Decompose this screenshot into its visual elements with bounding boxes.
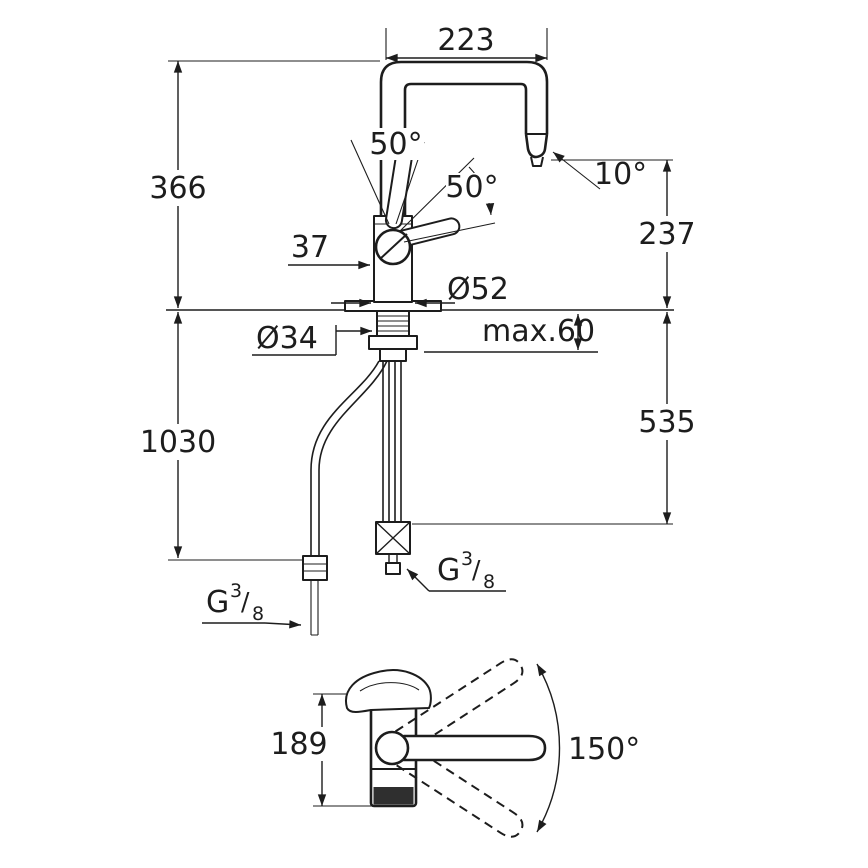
dim-text-mask [266, 727, 332, 761]
dim-supply-length-label: 535 [638, 405, 695, 440]
mounting-nut [368, 335, 418, 350]
front-view: 223 366 237 1030 535 [138, 23, 699, 636]
aerator-nub [530, 156, 544, 167]
dia-body-label: Ø52 [447, 272, 509, 307]
handle-angle-annotations: 50° 50° [350, 127, 500, 243]
thread-size-hose: G 3 / 8 [202, 570, 302, 629]
dim-text-mask [138, 424, 218, 460]
supply-hoses [382, 361, 402, 522]
top-view: 189 150° [266, 658, 640, 838]
threaded-shank [376, 310, 410, 338]
dim-spout-tip-height: 237 [551, 159, 699, 308]
dim-handle-offset-label: 37 [291, 230, 329, 265]
spout-inner [403, 82, 528, 218]
swivel-angle: 150° [536, 663, 640, 833]
angle-handle-swing-label: 50° [445, 170, 498, 205]
angle-handle-open-label: 50° [369, 127, 422, 162]
valve-nipple [385, 562, 401, 575]
dim-hose-length-label: 1030 [140, 425, 216, 460]
dim-text-mask [368, 128, 424, 160]
dia-mounting-hole: Ø34 [252, 321, 372, 356]
spout-hub [374, 730, 410, 766]
dim-tip-height-label: 237 [638, 217, 695, 252]
dim-handle-offset: 37 [288, 230, 370, 270]
hose-fitting [302, 555, 328, 581]
hose-tail [310, 580, 319, 636]
dia-mounting-hole-label: Ø34 [256, 321, 318, 356]
dim-text-mask [635, 216, 699, 252]
dim-height-to-counter: 366 [146, 60, 380, 308]
spout-side [402, 734, 547, 762]
dim-body-depth-label: 189 [270, 727, 327, 762]
dim-spout-reach-label: 223 [437, 23, 494, 58]
dim-spout-reach: 223 [385, 23, 548, 63]
spout-tip [524, 133, 549, 159]
dim-hose-length: 1030 [138, 312, 303, 561]
angle-spout-tip-label: 10° [594, 157, 647, 192]
spout-tip-angle: 10° [552, 151, 647, 192]
pullout-hose [310, 360, 380, 556]
thread-hose-label: G 3 / 8 [206, 570, 264, 625]
dim-body-depth: 189 [266, 693, 372, 807]
body-base-band [373, 787, 414, 805]
dim-text-mask [635, 404, 699, 440]
angle-swivel-label: 150° [568, 732, 640, 767]
spout [379, 60, 549, 218]
dim-max-counter: max.60 [424, 314, 598, 353]
pivot-slash [379, 233, 408, 260]
dim-text-mask [146, 170, 210, 206]
mounting-assembly [302, 310, 418, 636]
lever-side [344, 669, 432, 713]
spout-outer [379, 60, 549, 218]
dim-height-label: 366 [149, 171, 206, 206]
thread-supply-label: G 3 / 8 [437, 538, 495, 593]
dim-supply-length: 535 [412, 312, 699, 525]
thread-size-supply: G 3 / 8 [406, 538, 506, 593]
dia-body: Ø52 [331, 272, 509, 308]
dim-text-mask [446, 173, 500, 203]
shank-lower [379, 348, 407, 362]
